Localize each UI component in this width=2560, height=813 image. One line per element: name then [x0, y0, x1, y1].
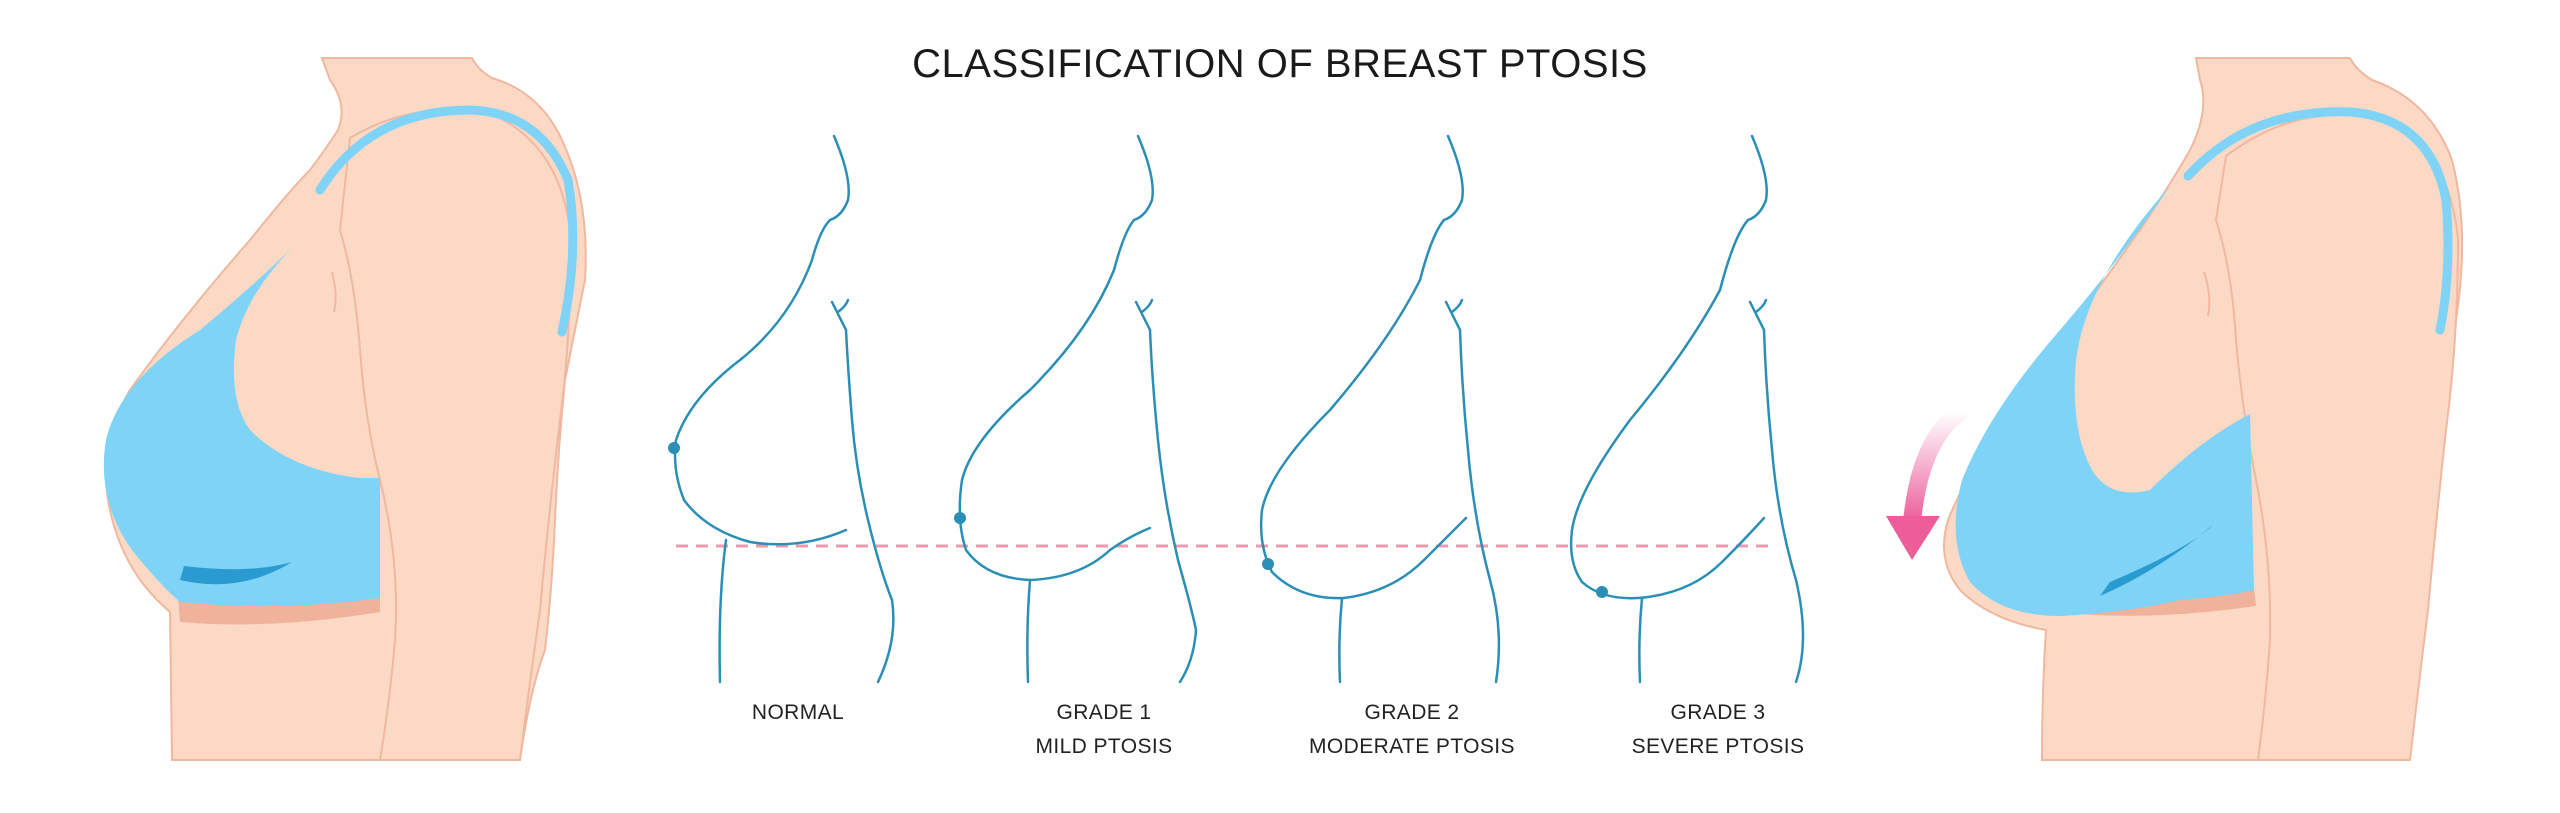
- caption-grade1: GRADE 1 MILD PTOSIS: [924, 696, 1284, 764]
- diagram-title: CLASSIFICATION OF BREAST PTOSIS: [0, 42, 2560, 87]
- caption-grade3: GRADE 3 SEVERE PTOSIS: [1538, 696, 1898, 764]
- caption-grade1-sublabel: MILD PTOSIS: [924, 730, 1284, 764]
- stage-grade1-outline: [954, 136, 1196, 682]
- right-figure-ptosis: [1886, 58, 2462, 760]
- stage-grade2-outline: [1261, 136, 1499, 682]
- caption-grade3-label: GRADE 3: [1538, 696, 1898, 730]
- stage-grade3-outline: [1571, 136, 1803, 682]
- left-figure-normal: [104, 58, 586, 760]
- stage-normal-outline: [668, 136, 893, 682]
- caption-grade3-sublabel: SEVERE PTOSIS: [1538, 730, 1898, 764]
- caption-grade1-label: GRADE 1: [924, 696, 1284, 730]
